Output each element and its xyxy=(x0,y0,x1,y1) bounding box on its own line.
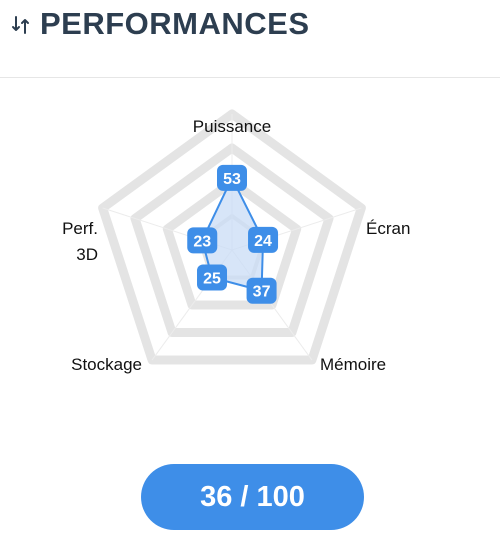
value-badge-text: 53 xyxy=(223,171,241,188)
value-badge-bg xyxy=(197,264,228,291)
value-badge-text: 25 xyxy=(203,271,221,288)
value-badge: 53 xyxy=(217,164,247,191)
axis-label: Mémoire xyxy=(320,355,386,374)
value-badge: 25 xyxy=(197,264,228,291)
value-badge-text: 23 xyxy=(193,233,211,250)
value-badge: 37 xyxy=(246,277,277,304)
axis-label: Stockage xyxy=(71,355,142,374)
value-badge-bg xyxy=(217,164,247,191)
axis-label: Écran xyxy=(366,219,410,238)
value-badge-text: 24 xyxy=(254,233,272,250)
value-badge-bg xyxy=(187,227,218,254)
radar-grid-ring xyxy=(98,109,366,365)
overall-score-badge[interactable]: 36 / 100 xyxy=(141,464,364,530)
sort-arrows-icon[interactable] xyxy=(10,14,32,36)
axis-label: Perf.3D xyxy=(62,219,98,264)
value-badge-text: 37 xyxy=(253,284,271,301)
value-badge-bg xyxy=(248,226,279,253)
section-title: PERFORMANCES xyxy=(40,6,310,41)
section-header: PERFORMANCES xyxy=(0,0,500,78)
value-badge-bg xyxy=(246,277,277,304)
axis-label: Puissance xyxy=(193,117,271,136)
radar-value-badges: 53 24 37 25 23 xyxy=(187,164,279,304)
value-badge: 24 xyxy=(248,226,279,253)
value-badge: 23 xyxy=(187,227,218,254)
radar-grid-ring xyxy=(162,177,302,310)
radar-grid-ring xyxy=(130,143,334,338)
